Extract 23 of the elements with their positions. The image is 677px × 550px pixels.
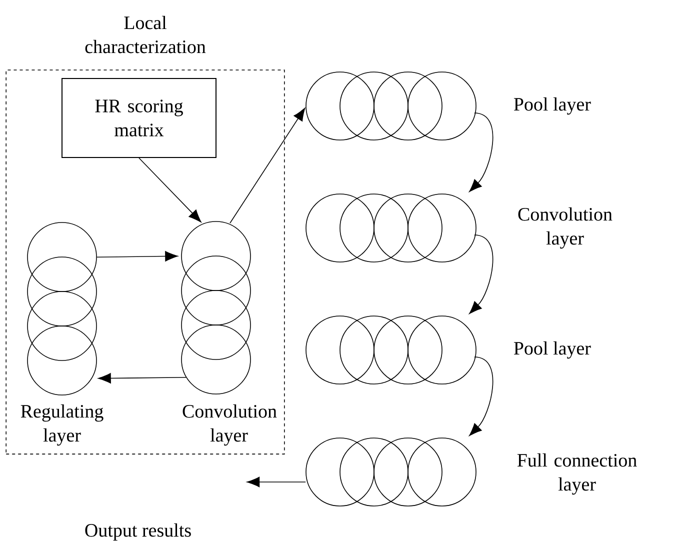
neuron-layer: Pool layer: [306, 316, 591, 384]
arrow: [469, 112, 494, 192]
node-label: Convolution layer: [182, 404, 277, 446]
node-label: Convolution layer: [518, 207, 612, 249]
arrow: [98, 373, 186, 384]
arrow: [469, 234, 494, 314]
neuron-layer: Regulating layer: [20, 222, 104, 446]
node-label: Pool layer: [514, 341, 591, 359]
matrix-box: HR scoring matrix: [62, 78, 216, 158]
neuron-layer: Full connection layer: [306, 438, 637, 506]
node-label: Pool layer: [514, 97, 591, 115]
node-label: Regulating layer: [20, 404, 104, 446]
node-label: Full connection layer: [517, 453, 637, 495]
arrow: [246, 476, 306, 488]
node-label: Local characterization: [85, 16, 206, 54]
neuron-layer: Convolution layer: [181, 221, 277, 446]
arrow: [230, 108, 306, 224]
neuron-layer: Convolution layer: [306, 194, 612, 262]
arrow: [469, 356, 494, 436]
arrow: [138, 158, 202, 222]
arrow: [96, 251, 178, 262]
output-label: Output results: [85, 523, 191, 541]
neuron-layer: Pool layer: [306, 72, 591, 140]
